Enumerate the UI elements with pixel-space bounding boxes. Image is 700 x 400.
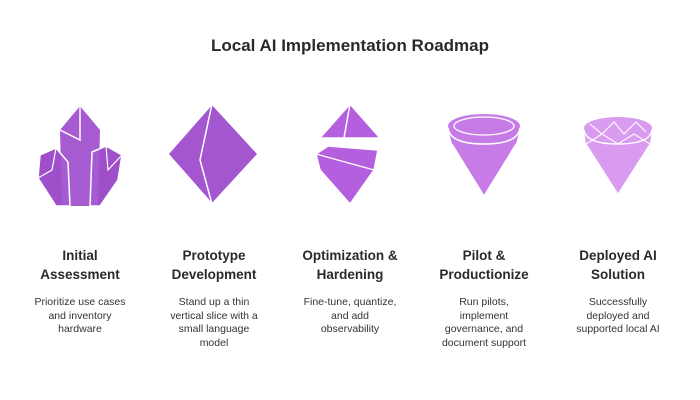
stage-description: Stand up a thin vertical slice with a sm…: [170, 296, 258, 349]
octahedron-gem-icon: [148, 100, 280, 212]
diamond-icon: [552, 100, 684, 212]
stage-description: Fine-tune, quantize, and add observabili…: [303, 296, 397, 335]
stage-heading: Initial Assessment: [40, 248, 120, 282]
stage-heading: Pilot & Productionize: [439, 248, 529, 282]
stage-heading: Deployed AI Solution: [579, 248, 657, 282]
stage-heading: Optimization & Hardening: [302, 248, 398, 282]
crystal-cluster-icon: [14, 100, 146, 212]
page-title: Local AI Implementation Roadmap: [210, 36, 490, 55]
stage-initial-assessment: Initial Assessment Prioritize use cases …: [14, 0, 146, 400]
stage-pilot-productionize: Pilot & Productionize Run pilots, implem…: [418, 0, 550, 400]
stage-description: Run pilots, implement governance, and do…: [441, 296, 527, 349]
stage-heading: Prototype Development: [171, 248, 257, 282]
split-gem-icon: [284, 100, 416, 212]
stage-deployed-ai-solution: Deployed AI Solution Successfully deploy…: [552, 0, 684, 400]
stage-prototype-development: Prototype Development Stand up a thin ve…: [148, 0, 280, 400]
stage-description: Successfully deployed and supported loca…: [576, 296, 660, 335]
stage-description: Prioritize use cases and inventory hardw…: [34, 296, 126, 335]
cut-gem-icon: [418, 100, 550, 212]
stage-optimization-hardening: Optimization & Hardening Fine-tune, quan…: [284, 0, 416, 400]
